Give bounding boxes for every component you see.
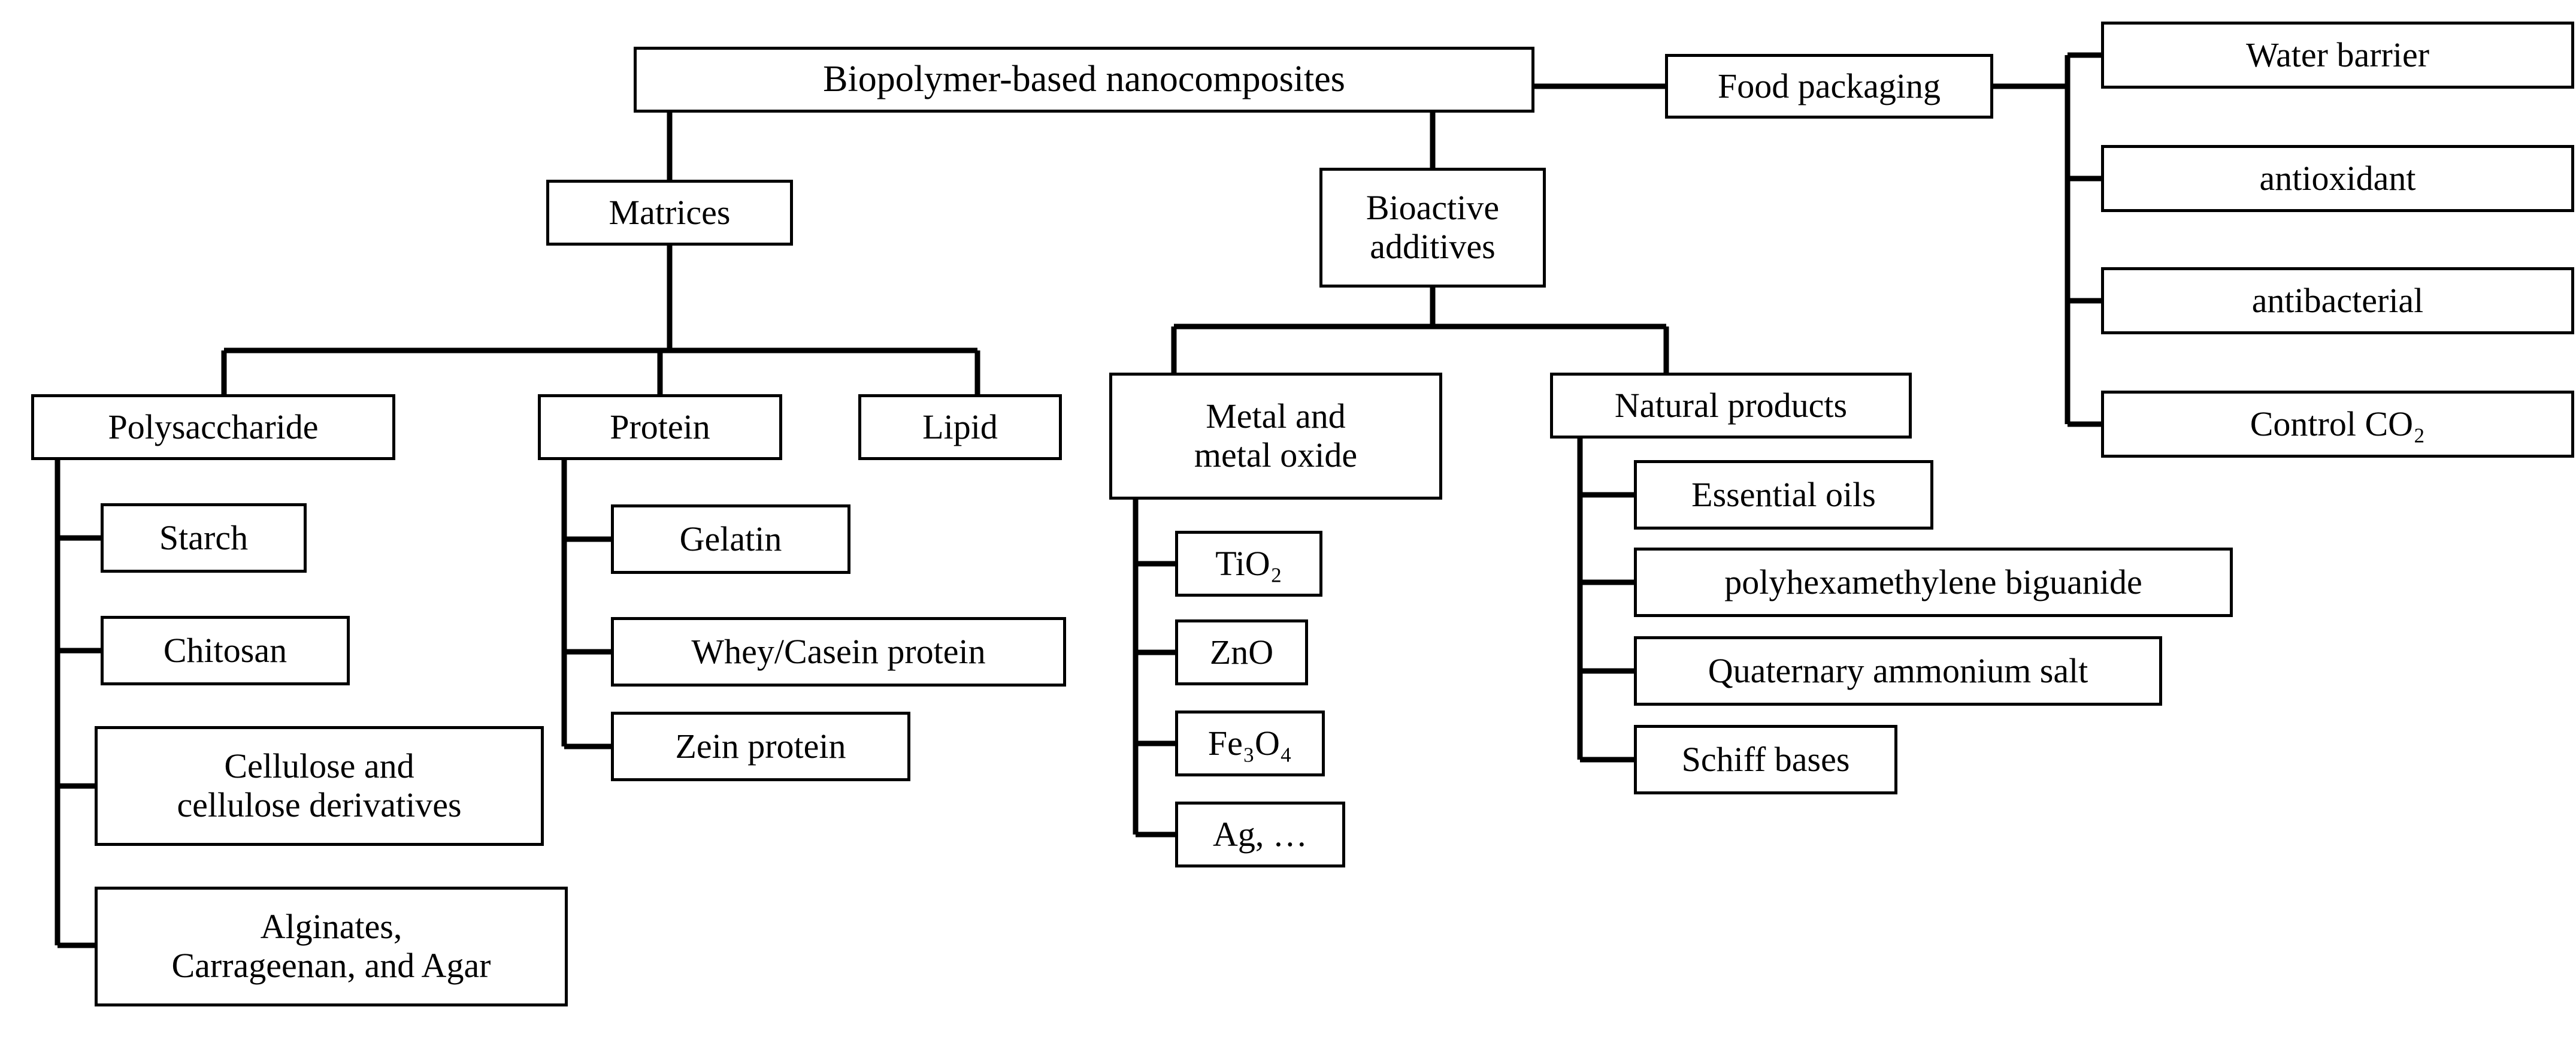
node-label: Cellulose and cellulose derivatives <box>177 746 462 824</box>
node-quaternary-ammonium-salt[interactable]: Quaternary ammonium salt <box>1634 636 2162 706</box>
node-zno[interactable]: ZnO <box>1175 619 1308 685</box>
node-label: Fe₃O₄ <box>1207 723 1292 763</box>
node-zein-protein[interactable]: Zein protein <box>611 712 910 781</box>
node-label: antibacterial <box>2251 280 2424 320</box>
node-essential-oils[interactable]: Essential oils <box>1634 460 1933 530</box>
node-bioactive-additives[interactable]: Bioactive additives <box>1319 168 1546 288</box>
node-schiff-bases[interactable]: Schiff bases <box>1634 725 1897 794</box>
node-label: Matrices <box>609 192 731 232</box>
node-label: ZnO <box>1209 632 1274 672</box>
node-label: Quaternary ammonium salt <box>1708 651 2088 690</box>
node-label: Food packaging <box>1717 66 1941 105</box>
node-label: Chitosan <box>163 630 287 670</box>
node-label: TiO₂ <box>1215 543 1282 583</box>
node-polyhexamethylene-biguanide[interactable]: polyhexamethylene biguanide <box>1634 548 2233 617</box>
node-whey-casein-protein[interactable]: Whey/Casein protein <box>611 617 1066 687</box>
node-control-co2[interactable]: Control CO₂ <box>2101 391 2574 458</box>
node-label: Whey/Casein protein <box>691 631 986 671</box>
node-label: Zein protein <box>675 726 846 766</box>
node-label: Bioactive additives <box>1366 188 1500 266</box>
node-label: Natural products <box>1614 385 1848 425</box>
node-food-packaging[interactable]: Food packaging <box>1665 54 1993 119</box>
node-label: Polysaccharide <box>108 407 319 446</box>
node-antioxidant[interactable]: antioxidant <box>2101 145 2574 212</box>
node-label: Metal and metal oxide <box>1194 397 1358 474</box>
node-label: Biopolymer-based nanocomposites <box>823 59 1345 100</box>
node-label: Schiff bases <box>1681 739 1850 779</box>
node-label: Protein <box>610 407 710 446</box>
node-starch[interactable]: Starch <box>101 503 307 573</box>
node-ag-etc[interactable]: Ag, … <box>1175 802 1345 867</box>
node-matrices[interactable]: Matrices <box>546 180 793 246</box>
node-label: Starch <box>159 518 249 557</box>
node-tio2[interactable]: TiO₂ <box>1175 531 1322 597</box>
node-label: Essential oils <box>1691 474 1876 514</box>
node-label: Ag, … <box>1213 814 1307 854</box>
node-gelatin[interactable]: Gelatin <box>611 504 850 574</box>
node-protein[interactable]: Protein <box>538 394 782 460</box>
node-fe3o4[interactable]: Fe₃O₄ <box>1175 711 1325 776</box>
node-antibacterial[interactable]: antibacterial <box>2101 267 2574 334</box>
node-natural-products[interactable]: Natural products <box>1550 373 1912 439</box>
node-polysaccharide[interactable]: Polysaccharide <box>31 394 395 460</box>
node-label: Control CO₂ <box>2250 404 2426 443</box>
node-label: polyhexamethylene biguanide <box>1724 562 2142 601</box>
node-alginates[interactable]: Alginates, Carrageenan, and Agar <box>95 887 568 1006</box>
node-cellulose[interactable]: Cellulose and cellulose derivatives <box>95 726 544 846</box>
node-label: Alginates, Carrageenan, and Agar <box>171 907 491 985</box>
node-lipid[interactable]: Lipid <box>858 394 1062 460</box>
node-label: Water barrier <box>2245 35 2430 74</box>
node-chitosan[interactable]: Chitosan <box>101 616 350 685</box>
node-label: Gelatin <box>679 519 782 558</box>
node-label: Lipid <box>922 407 998 446</box>
node-label: antioxidant <box>2259 158 2416 198</box>
node-water-barrier[interactable]: Water barrier <box>2101 22 2574 89</box>
node-biopolymer-based-nanocomposites[interactable]: Biopolymer-based nanocomposites <box>634 47 1534 113</box>
node-metal-and-metal-oxide[interactable]: Metal and metal oxide <box>1109 373 1442 500</box>
